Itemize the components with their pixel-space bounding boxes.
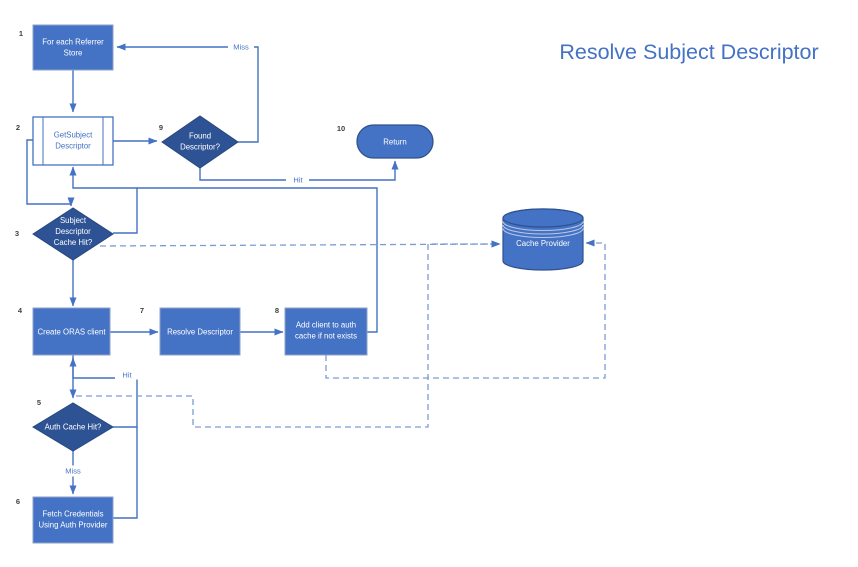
node-label: cache if not exists xyxy=(295,332,357,341)
page-title: Resolve Subject Descriptor xyxy=(559,40,818,64)
node-label: Using Auth Provider xyxy=(39,521,108,530)
node-label: Descriptor xyxy=(55,227,91,236)
svg-text:Miss: Miss xyxy=(233,43,249,52)
node-label: Create ORAS client xyxy=(37,328,106,337)
edge-label-miss-loop: Miss xyxy=(228,41,254,53)
node-label: For each Referrer xyxy=(42,38,104,47)
node-label: Cache Hit? xyxy=(54,238,93,247)
step-number: 9 xyxy=(159,123,163,132)
node-label: Descriptor xyxy=(55,142,91,151)
node-label: Store xyxy=(64,49,83,58)
edge-d5-to-cache-provider xyxy=(76,240,501,428)
step-number: 10 xyxy=(337,124,345,133)
edge-box6-return xyxy=(113,427,138,519)
node-get-subject-descriptor: GetSubject Descriptor 2 xyxy=(16,116,114,166)
node-subject-descriptor-cache-hit-decision: Subject Descriptor Cache Hit? 3 xyxy=(15,207,114,261)
node-label: Cache Provider xyxy=(516,239,570,248)
node-auth-cache-hit-decision: Auth Cache Hit? 5 xyxy=(32,398,114,452)
step-number: 3 xyxy=(15,229,19,238)
node-return-terminal: Return 10 xyxy=(337,124,434,159)
node-create-oras-client: Create ORAS client 4 xyxy=(18,306,111,356)
node-label: Return xyxy=(383,138,406,147)
node-label: Add client to auth xyxy=(296,321,356,330)
node-label: Found xyxy=(189,132,211,141)
edge-box2-to-d3 xyxy=(26,139,75,207)
node-label: Resolve Descriptor xyxy=(167,328,233,337)
node-resolve-descriptor: Resolve Descriptor 7 xyxy=(140,306,241,356)
edge-label-miss-auth: Miss xyxy=(60,465,86,477)
step-number: 8 xyxy=(275,306,279,315)
edge-label-hit-auth: Hit xyxy=(115,369,138,380)
step-number: 5 xyxy=(37,398,41,407)
edge-box8-return xyxy=(137,187,378,333)
step-number: 7 xyxy=(140,306,144,315)
edge-label-hit-return: Hit xyxy=(286,174,309,186)
node-label: Fetch Credentials xyxy=(42,510,103,519)
node-found-descriptor-decision: Found Descriptor? 9 xyxy=(159,115,239,169)
step-number: 6 xyxy=(16,497,20,506)
edge-box8-to-cache-provider xyxy=(325,239,606,379)
step-number: 2 xyxy=(16,123,20,132)
edge-d3-to-cache-provider xyxy=(99,240,501,248)
svg-text:Hit: Hit xyxy=(293,176,303,185)
step-number: 4 xyxy=(18,306,23,315)
svg-text:Miss: Miss xyxy=(65,467,81,476)
node-label: Auth Cache Hit? xyxy=(45,423,102,432)
node-cache-provider-datastore: Cache Provider xyxy=(502,208,584,271)
step-number: 1 xyxy=(19,29,23,38)
node-label: GetSubject xyxy=(54,131,93,140)
edge-d3-hit-to-box2 xyxy=(69,166,138,234)
edge-d9-miss-to-box1 xyxy=(116,43,259,143)
node-add-client-to-auth-cache: Add client to auth cache if not exists 8 xyxy=(275,306,368,356)
node-fetch-credentials: Fetch Credentials Using Auth Provider 6 xyxy=(16,496,114,544)
svg-text:Hit: Hit xyxy=(122,371,132,380)
node-label: Descriptor? xyxy=(180,143,221,152)
node-for-each-referrer-store: For each Referrer Store 1 xyxy=(19,24,114,71)
node-label: Subject xyxy=(60,216,87,225)
